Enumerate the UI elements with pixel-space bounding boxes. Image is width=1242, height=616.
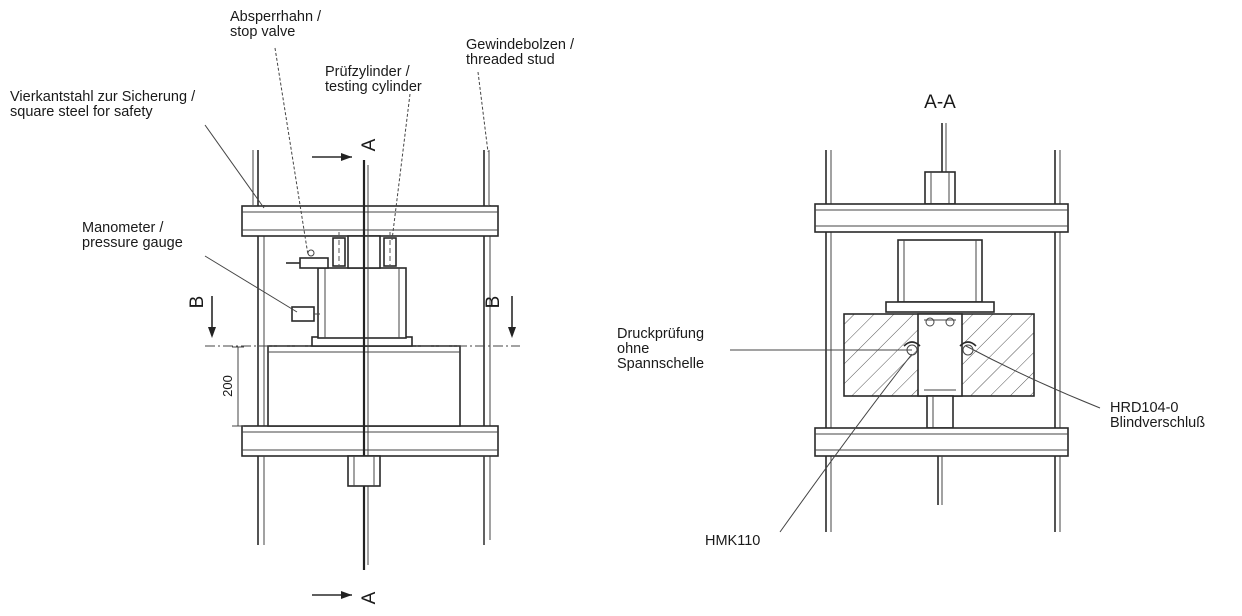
label-threaded-stud: Gewindebolzen / threaded stud	[466, 37, 578, 68]
section-mark-b-right: B	[483, 296, 504, 309]
right-bottom-beam	[814, 427, 1069, 457]
top-nut	[924, 171, 956, 205]
label-blind-closure: HRD104-0 Blindverschluß	[1110, 400, 1205, 431]
dimension-200: 200	[220, 375, 235, 397]
bottom-beam	[241, 425, 499, 457]
section-title-a-a: A-A	[924, 92, 956, 113]
label-testing-cylinder: Prüfzylinder / testing cylinder	[325, 64, 422, 95]
left-view: A A B B 200	[187, 47, 520, 604]
right-view	[730, 123, 1101, 533]
label-pressure-test: Druckprüfung ohne Spannschelle	[617, 326, 708, 372]
label-pressure-gauge: Manometer / pressure gauge	[82, 220, 183, 251]
right-top-beam	[814, 203, 1069, 233]
section-mark-a-top: A	[359, 138, 380, 151]
blind-closure-cavity	[917, 313, 963, 397]
pressure-gauge	[291, 306, 315, 322]
section-mark-b-left: B	[187, 296, 208, 309]
testing-cylinder-body	[317, 267, 407, 339]
top-square-steel	[241, 205, 499, 237]
bottom-nut	[347, 455, 381, 487]
right-cylinder	[897, 239, 983, 303]
label-square-steel: Vierkantstahl zur Sicherung / square ste…	[10, 89, 199, 120]
section-mark-a-bottom: A	[359, 591, 380, 604]
label-stop-valve: Absperrhahn / stop valve	[230, 9, 325, 40]
stop-valve	[299, 257, 329, 269]
label-coupling-hmk110: HMK110	[705, 533, 760, 549]
